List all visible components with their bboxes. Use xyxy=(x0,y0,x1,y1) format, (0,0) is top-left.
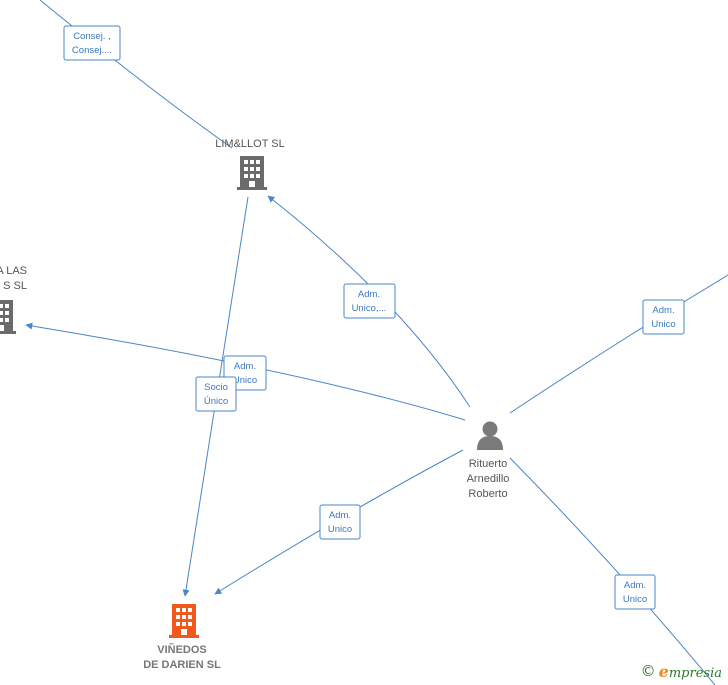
svg-text:Consej....: Consej.... xyxy=(72,45,112,56)
node-label-limllot: LIM&LLOT SL xyxy=(215,138,285,150)
edge-rituerto-topright xyxy=(509,274,728,414)
node-rituerto[interactable]: Rituerto Arnedillo Roberto xyxy=(467,421,510,501)
node-label-rituerto-line2: Arnedillo xyxy=(467,473,510,485)
node-label-vinedos-line1: VIÑEDOS xyxy=(157,643,207,656)
svg-text:Consej. ,: Consej. , xyxy=(73,31,111,42)
edge-label-socio[interactable]: Socio Único xyxy=(195,376,237,412)
svg-text:Unico,...: Unico,... xyxy=(352,303,387,314)
svg-text:Socio: Socio xyxy=(204,382,228,393)
edge-rituerto-las xyxy=(25,322,466,421)
svg-text:Unico: Unico xyxy=(651,319,675,330)
node-label-las-line1: A LAS xyxy=(0,265,27,277)
edge-label-adm-bottomright[interactable]: Adm. Unico xyxy=(614,574,656,610)
node-label-las-line2: S SL xyxy=(3,280,27,292)
empresia-watermark: © empresia xyxy=(641,661,722,681)
copyright-symbol: © xyxy=(640,662,656,680)
edge-label-adm-limllot[interactable]: Adm. Unico,... xyxy=(343,283,396,319)
node-label-vinedos-line2: DE DARIEN SL xyxy=(143,659,221,671)
building-icon xyxy=(237,156,267,190)
empresia-logo-text: empresia xyxy=(658,661,722,681)
node-limllot[interactable]: LIM&LLOT SL xyxy=(215,138,285,190)
svg-text:Único: Único xyxy=(204,396,228,407)
edge-label-consej[interactable]: Consej. , Consej.... xyxy=(63,25,121,61)
node-label-rituerto-line1: Rituerto xyxy=(469,458,508,470)
node-label-rituerto-line3: Roberto xyxy=(468,488,507,500)
building-icon xyxy=(0,300,16,334)
svg-text:Adm.: Adm. xyxy=(358,289,380,300)
svg-text:Adm.: Adm. xyxy=(329,510,351,521)
edge-consej-limllot xyxy=(39,0,233,149)
svg-text:Adm.: Adm. xyxy=(652,305,674,316)
building-icon xyxy=(169,604,199,638)
node-vinedos[interactable]: VIÑEDOS DE DARIEN SL xyxy=(143,604,221,671)
svg-text:Unico: Unico xyxy=(233,375,257,386)
edge-rituerto-bottomright xyxy=(509,457,716,685)
svg-text:Unico: Unico xyxy=(328,524,352,535)
node-las[interactable]: A LAS S SL xyxy=(0,265,27,334)
svg-text:Adm.: Adm. xyxy=(234,361,256,372)
svg-text:Unico: Unico xyxy=(623,594,647,605)
person-icon xyxy=(477,421,503,450)
svg-text:Adm.: Adm. xyxy=(624,580,646,591)
edge-label-adm-vinedos[interactable]: Adm. Unico xyxy=(319,504,361,540)
edge-label-adm-topright[interactable]: Adm. Unico xyxy=(642,299,685,335)
